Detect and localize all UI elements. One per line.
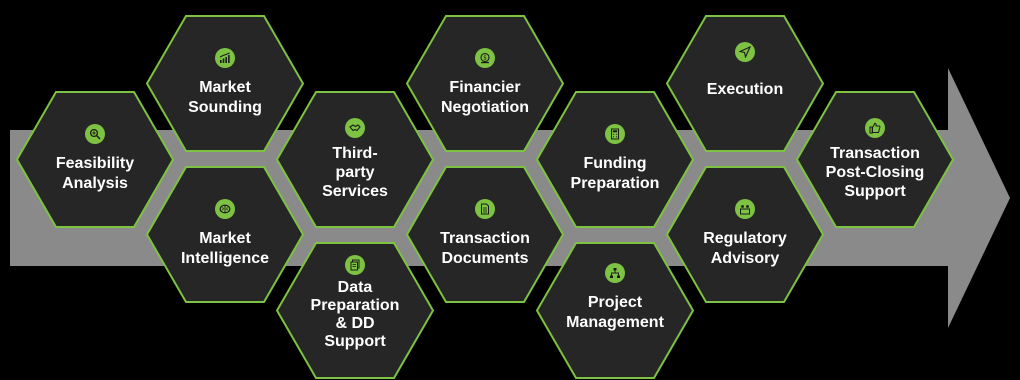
zoom-in-icon <box>85 124 105 144</box>
step-data-preparation: Data Preparation & DD Support <box>275 241 435 380</box>
step-financier-negotiation: $ Financier Negotiation <box>405 14 565 153</box>
brain-icon <box>215 199 235 219</box>
document-icon <box>475 199 495 219</box>
org-chart-icon <box>605 262 625 283</box>
step-post-closing-support: Transaction Post-Closing Support <box>795 90 955 229</box>
step-market-intelligence: Market Intelligence <box>145 165 305 304</box>
step-label: Market Sounding <box>188 79 262 116</box>
svg-text:$: $ <box>483 55 487 62</box>
step-label: Financier Negotiation <box>441 79 529 116</box>
step-transaction-documents: Transaction Documents <box>405 165 565 304</box>
step-label: Feasibility Analysis <box>55 155 135 192</box>
step-label: Market Intelligence <box>180 230 270 267</box>
handshake-icon <box>345 117 365 138</box>
step-label: Third- party Services <box>322 144 388 200</box>
step-regulatory-advisory: Regulatory Advisory <box>665 165 825 304</box>
step-label: Execution <box>706 80 784 98</box>
step-label: Data Preparation & DD Support <box>310 278 400 350</box>
documents-stack-icon <box>345 254 365 275</box>
money-bag-icon: $ <box>475 48 495 68</box>
step-funding-preparation: Funding Preparation <box>535 90 695 229</box>
step-label: Regulatory Advisory <box>703 230 787 267</box>
people-group-icon <box>735 199 755 219</box>
step-third-party-services: Third- party Services <box>275 90 435 229</box>
step-feasibility-analysis: Feasibility Analysis <box>15 90 175 229</box>
step-label: Project Management <box>566 293 664 331</box>
step-project-management: Project Management <box>535 241 695 380</box>
step-label: Transaction Documents <box>440 230 530 267</box>
calculator-icon <box>605 124 625 144</box>
bar-chart-growth-icon <box>215 48 235 68</box>
paper-plane-icon <box>735 41 755 62</box>
thumbs-up-icon <box>865 117 885 138</box>
step-market-sounding: Market Sounding <box>145 14 305 153</box>
step-label: Funding Preparation <box>570 155 660 192</box>
step-execution: Execution <box>665 14 825 153</box>
step-label: Transaction Post-Closing Support <box>825 144 925 200</box>
